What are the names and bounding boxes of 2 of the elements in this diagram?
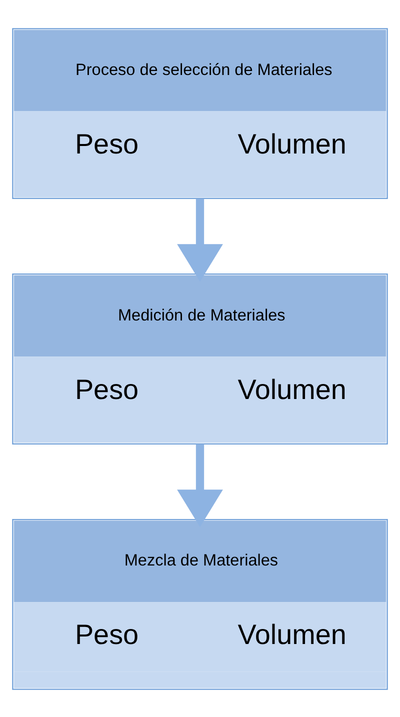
arrow — [177, 444, 223, 527]
arrow — [177, 198, 223, 282]
